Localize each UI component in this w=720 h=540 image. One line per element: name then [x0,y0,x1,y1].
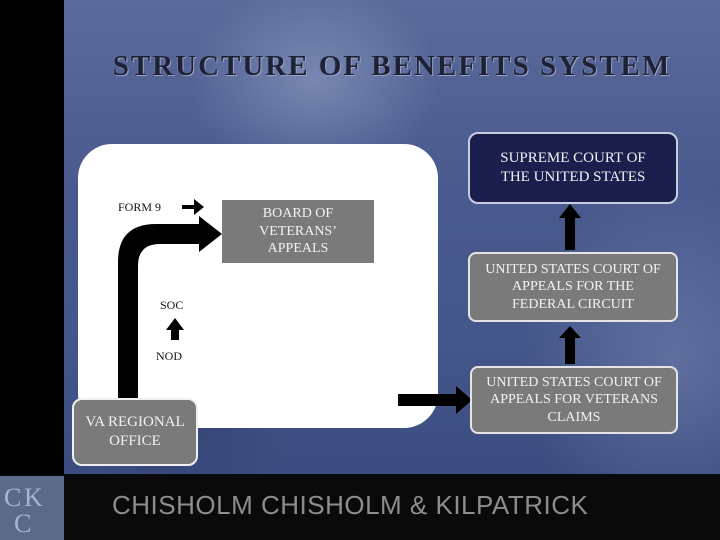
svg-text:K: K [24,483,43,512]
slide-title: STRUCTURE OF BENEFITS SYSTEM [112,50,672,82]
supreme-court-box: SUPREME COURT OF THE UNITED STATES [468,132,678,204]
federal-circuit-box: UNITED STATES COURT OF APPEALS FOR THE F… [468,252,678,322]
form9-label: FORM 9 [118,200,162,214]
soc-label: SOC [160,298,184,312]
bva-box: BOARD OF VETERANS’ APPEALS [222,200,374,263]
left-black-bar [0,0,64,474]
footer-bar [0,474,720,540]
nod-label: NOD [156,349,182,363]
svg-text:C: C [4,483,21,512]
cck-logo-mark: C K C [4,483,43,538]
veterans-claims-court-box: UNITED STATES COURT OF APPEALS FOR VETER… [470,366,678,434]
cck-logo: C K C [0,476,64,540]
form9-arrow [182,199,204,215]
panel-to-cavc-arrow [398,386,472,414]
va-regional-office-box: VA REGIONAL OFFICE [72,398,198,466]
federal-to-supreme-arrow [559,204,581,250]
nod-to-soc-arrow [166,318,184,340]
svg-text:C: C [14,509,31,538]
bent-arrow-to-bva [118,216,222,402]
cavc-to-federal-arrow [559,326,581,364]
firm-name: CHISHOLM CHISHOLM & KILPATRICK [112,490,589,520]
